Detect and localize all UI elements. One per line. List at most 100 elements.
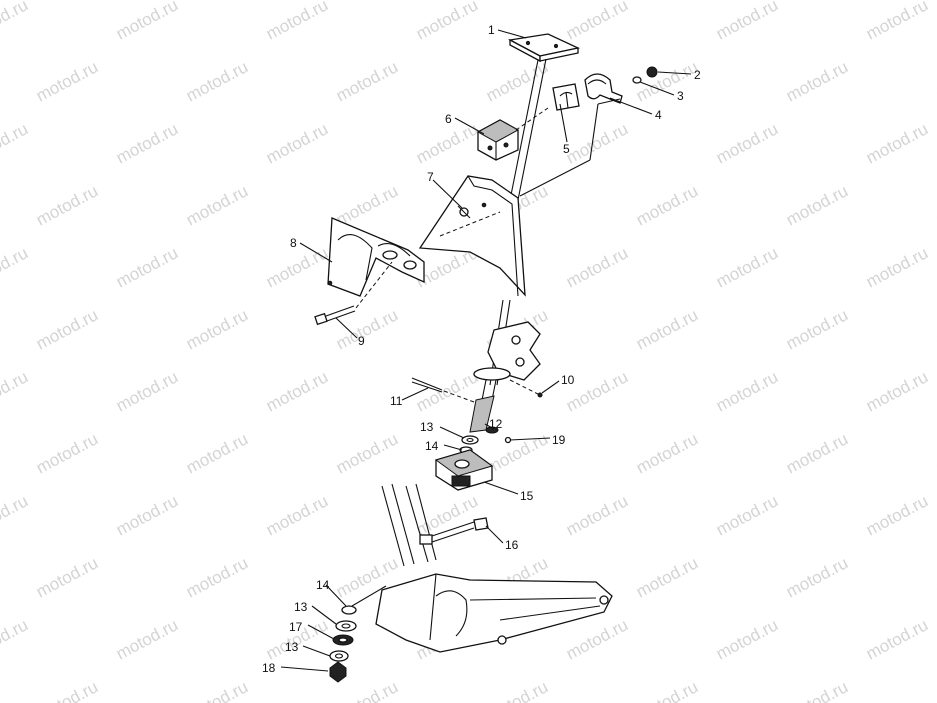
watermark-text: motod.ru [183,429,251,477]
watermark-text: motod.ru [333,305,401,353]
part-10-pin [509,379,543,398]
part-19-pin [504,436,512,444]
watermark-text: motod.ru [933,677,937,703]
part-4-clamp [584,73,623,104]
watermark-text: motod.ru [563,0,631,44]
watermark-text: motod.ru [633,677,701,703]
watermark-text: motod.ru [863,243,931,291]
watermark-text: motod.ru [563,615,631,663]
watermark-text: motod.ru [783,553,851,601]
part-11-cotter-pin [411,377,475,403]
watermark-text: motod.ru [113,491,181,539]
watermark-text: motod.ru [263,0,331,44]
callout-8: 8 [290,236,297,250]
part-9-bolt [314,305,356,326]
watermark-text: motod.ru [33,553,101,601]
watermark-text: motod.ru [0,243,31,291]
watermark-text: motod.ru [263,243,331,291]
watermark-text: motod.ru [263,491,331,539]
watermark-text: motod.ru [783,429,851,477]
watermark-text: motod.ru [863,615,931,663]
callout-3: 3 [677,89,684,103]
watermark-text: motod.ru [33,181,101,229]
callout-11: 11 [390,394,403,408]
part-15-steering-arm [434,449,494,491]
watermark-text: motod.ru [633,305,701,353]
callout-18: 18 [262,661,276,675]
part-6-block [476,119,520,161]
callout-1: 1 [488,23,495,37]
part-2-nut [646,66,658,78]
watermark-text: motod.ru [933,181,937,229]
callout-10: 10 [561,373,575,387]
callout-15: 15 [520,489,534,503]
watermark-text: motod.ru [783,677,851,703]
watermark-text: motod.ru [713,119,781,167]
leader-lines [280,29,692,672]
callout-12: 12 [489,417,503,431]
watermark-text: motod.ru [0,119,31,167]
watermark-text: motod.ru [113,0,181,44]
watermark-text: motod.ru [413,491,481,539]
watermark-text: motod.ru [33,305,101,353]
callout-13-lower-2: 13 [285,640,299,654]
part-8-bracket [327,217,425,297]
watermark-text: motod.ru [563,243,631,291]
part-13-washer-upper [461,435,479,445]
watermark-text: motod.ru [263,119,331,167]
watermark-text: motod.ru [183,553,251,601]
shroud-panel [418,175,526,297]
part-5-bushing [552,83,580,111]
watermark-text: motod.ru [333,677,401,703]
watermark-text: motod.ru [863,367,931,415]
callout-19: 19 [552,433,566,447]
watermark-text: motod.ru [483,429,551,477]
watermark-text: motod.ru [863,491,931,539]
part-12-nut [485,426,499,434]
callout-13-lower-1: 13 [294,600,308,614]
watermark-text: motod.ru [0,0,31,44]
callout-16: 16 [505,538,519,552]
watermark-text: motod.ru [333,429,401,477]
watermark-text: motod.ru [863,119,931,167]
watermark-text: motod.ru [413,0,481,44]
watermark-text: motod.ru [713,243,781,291]
watermark-text: motod.ru [113,615,181,663]
watermark-text: motod.ru [933,305,937,353]
watermark-text: motod.ru [33,677,101,703]
watermark-text: motod.ru [783,57,851,105]
callout-labels: 1 2 3 4 5 6 7 8 9 10 11 12 13 14 19 15 1… [262,23,701,675]
watermark-text: motod.ru [933,57,937,105]
watermark-text: motod.ru [33,429,101,477]
callout-7: 7 [427,170,434,184]
watermark-text: motod.ru [713,367,781,415]
watermark-text: motod.ru [783,305,851,353]
callout-4: 4 [655,108,662,122]
watermark-text: motod.ru [483,677,551,703]
watermark-text: motod.ru [563,491,631,539]
watermark-text: motod.ru [933,553,937,601]
part-1-steering-post [489,33,581,386]
watermark-text: motod.ru [563,119,631,167]
part-17-bearing [332,634,354,646]
watermark-text: motod.ru [0,491,31,539]
part-13-washer-lower-1 [335,620,357,632]
callout-6: 6 [445,112,452,126]
watermark-text: motod.ru [713,615,781,663]
watermark-text: motod.ru [183,677,251,703]
watermark-text: motod.ru [263,367,331,415]
part-18-castle-nut [329,661,347,683]
watermark-text: motod.ru [933,429,937,477]
part-16-bolt [419,517,489,545]
watermark-text: motod.ru [713,0,781,44]
part-7-screw [457,205,471,219]
watermark-text: motod.ru [783,181,851,229]
watermark-text: motod.ru [333,57,401,105]
callout-2: 2 [694,68,701,82]
watermark-text: motod.ru [113,367,181,415]
watermark-text: motod.ru [0,367,31,415]
callout-17: 17 [289,620,303,634]
lower-bearing-bracket [469,321,541,433]
callout-9: 9 [358,334,365,348]
watermark-text: motod.ru [713,491,781,539]
